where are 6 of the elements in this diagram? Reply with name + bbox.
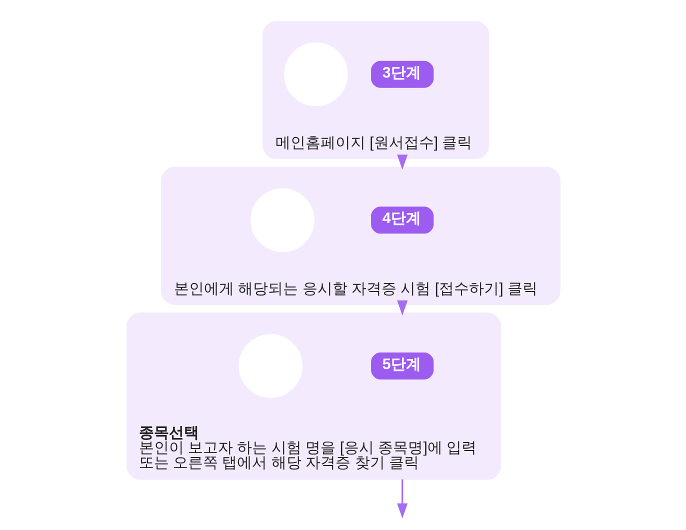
node-box: 3단계 bbox=[370, 60, 434, 88]
arrow bbox=[396, 479, 408, 518]
arrow bbox=[396, 300, 408, 316]
arrow bbox=[396, 154, 408, 170]
node-box: 5단계 bbox=[370, 352, 434, 380]
node-box: 4단계 bbox=[370, 206, 434, 234]
